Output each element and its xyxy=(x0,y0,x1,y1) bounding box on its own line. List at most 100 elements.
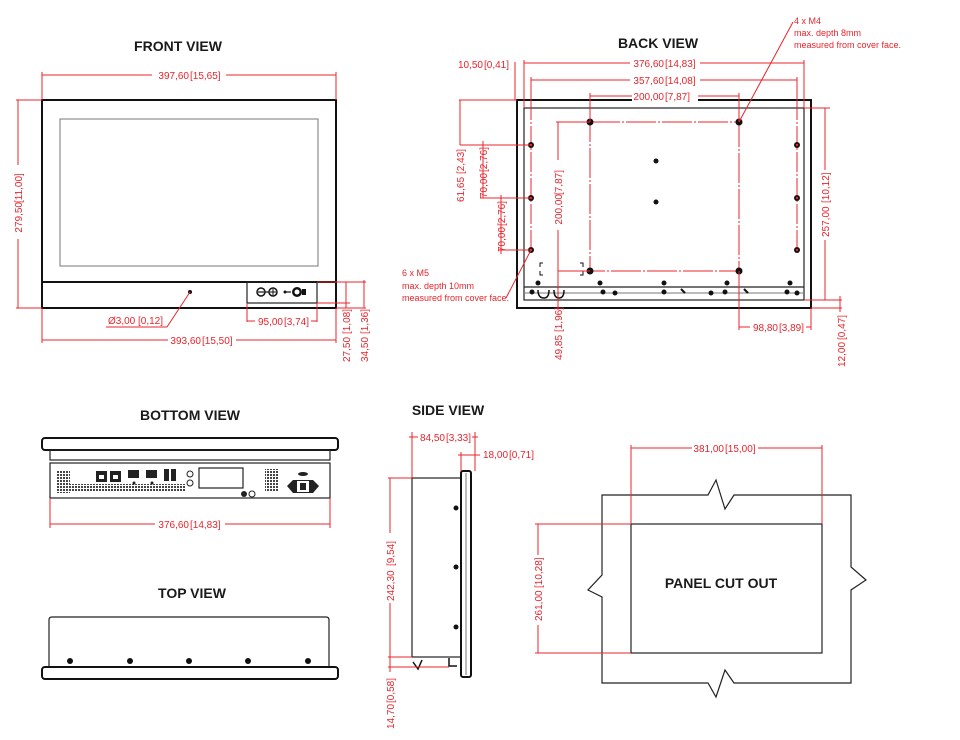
back-io-connectors xyxy=(529,280,800,299)
front-bottom-width-dimension: 393,60 [15,50] xyxy=(41,308,337,347)
front-height-dimension: 279,50 [11,00] xyxy=(11,99,42,309)
bottom-io-panel xyxy=(49,462,331,499)
front-width-inch: [15,65] xyxy=(190,71,221,82)
top-view-title: TOP VIEW xyxy=(158,585,227,601)
back-view-title: BACK VIEW xyxy=(618,35,699,51)
front-height-value: 279,50 xyxy=(14,202,25,233)
front-panel-width-dimension: 95,00 [3,74] xyxy=(246,303,318,328)
side-height-dimension: 242,30 [9,54] xyxy=(383,477,412,658)
front-hole-callout: Ø3,00 [0,12] xyxy=(106,291,191,328)
usb-ports-icon xyxy=(128,469,176,485)
side-foot-dimension: 14,70 [0,58] xyxy=(386,657,449,729)
side-foot xyxy=(412,659,423,671)
back-inner-frame xyxy=(523,107,805,301)
back-vesa-w-inch: [7,87] xyxy=(665,92,690,103)
m5-holes-right xyxy=(794,142,800,253)
back-top-off-value: 61,65 xyxy=(456,177,467,202)
back-offset-inch: [0,41] xyxy=(484,60,509,71)
power-socket-icon xyxy=(287,472,319,493)
front-bottom-width-value: 393,60 xyxy=(170,336,201,347)
back-frame-inch: [0,47] xyxy=(837,315,848,340)
side-view-title: SIDE VIEW xyxy=(412,402,485,418)
back-vesa-pattern xyxy=(589,121,740,272)
top-bezel xyxy=(41,666,339,680)
front-view-title: FRONT VIEW xyxy=(134,38,223,54)
front-width-dimension: 397,60 [15,65] xyxy=(41,68,337,100)
back-w1-value: 376,60 xyxy=(633,59,664,70)
back-w1-inch: [14,83] xyxy=(665,59,696,70)
m4-note-line2: max. depth 8mm xyxy=(794,28,861,38)
side-bezel-dimension: 18,00 [0,71] xyxy=(458,450,534,471)
bottom-bezel xyxy=(41,437,339,451)
front-hole-value: Ø3,00 xyxy=(108,316,136,327)
ground-icon xyxy=(186,470,194,487)
side-bezel-value: 18,00 xyxy=(483,450,508,461)
bottom-vent-strip xyxy=(56,484,186,492)
bottom-width-inch: [14,83] xyxy=(190,520,221,531)
side-screws xyxy=(453,505,459,630)
back-w2-value: 357,60 xyxy=(633,76,664,87)
front-view: FRONT VIEW 397,60 [15,65] xyxy=(11,38,371,362)
m5-note-line1: 6 x M5 xyxy=(402,268,429,278)
front-strip-h2-inch: [1,36] xyxy=(360,309,371,334)
bottom-vent-right xyxy=(265,469,279,491)
center-hole xyxy=(653,158,659,164)
back-top-off-inch: [2,43] xyxy=(456,149,467,174)
side-view: SIDE VIEW 84,50 [3,33] 18,00 [0,71] xyxy=(383,402,534,729)
back-right-dimensions: 257,00 [10,12] 12,00 [0,47] 98,80 [3,89] xyxy=(738,107,848,367)
bottom-view: BOTTOM VIEW xyxy=(41,407,339,531)
panel-cutout: PANEL CUT OUT 381,00 [15,00] 261,00 [10,… xyxy=(531,441,867,699)
cutout-height-inch: [10,28] xyxy=(534,557,545,588)
m4-note-line3: measured from cover face. xyxy=(794,40,901,50)
front-strip-h1-inch: [1,08] xyxy=(342,309,353,334)
side-foot-inch: [0,58] xyxy=(386,678,397,703)
lan-ports-icon xyxy=(96,471,121,482)
m4-callout: 4 x M4 max. depth 8mm measured from cove… xyxy=(738,16,901,123)
m4-note-line1: 4 x M4 xyxy=(794,16,821,26)
bottom-switch-2 xyxy=(248,490,256,498)
front-bottom-width-inch: [15,50] xyxy=(202,336,233,347)
back-left-dimensions: 61,65 [2,43] 70,00 [2,76] 70,00 [2,76] 2… xyxy=(456,99,590,360)
bottom-switch xyxy=(241,491,247,497)
back-height-inch: [10,12] xyxy=(821,172,832,203)
back-bottom-off-value: 49,85 xyxy=(554,335,565,360)
back-corner-marks xyxy=(539,262,584,276)
back-right-off-value: 98,80 xyxy=(753,323,778,334)
front-strip-h1-value: 27,50 xyxy=(342,337,353,362)
back-height-value: 257,00 xyxy=(821,206,832,237)
front-width-value: 397,60 xyxy=(158,71,189,82)
back-width-dimensions: 376,60 [14,83] 357,60 [14,08] 200,00 [7,… xyxy=(458,56,805,122)
m5-note-line2: max. depth 10mm xyxy=(402,281,474,291)
bottom-width-value: 376,60 xyxy=(158,520,189,531)
front-controls-icon xyxy=(256,287,306,297)
side-depth-dimension: 84,50 [3,33] xyxy=(409,430,478,478)
cutout-width-value: 381,00 xyxy=(693,444,724,455)
front-screen xyxy=(59,118,319,267)
front-panel-width-inch: [3,74] xyxy=(284,317,309,328)
front-strip-h2-value: 34,50 xyxy=(360,337,371,362)
front-control-panel xyxy=(246,281,318,304)
back-vesa-h-inch: [7,87] xyxy=(554,170,565,195)
bottom-chassis-lip xyxy=(49,449,331,461)
front-hole-inch: [0,12] xyxy=(138,316,163,327)
top-screws xyxy=(67,658,311,664)
side-connector xyxy=(448,658,457,667)
front-height-inch: [11,00] xyxy=(14,173,25,203)
front-bezel xyxy=(41,99,337,309)
center-hole xyxy=(653,199,659,205)
side-bezel-inch: [0,71] xyxy=(509,450,534,461)
back-vesa-h-value: 200,00 xyxy=(554,194,565,225)
side-bezel xyxy=(460,470,472,678)
bottom-view-title: BOTTOM VIEW xyxy=(140,407,241,423)
back-view: BACK VIEW xyxy=(402,16,901,367)
back-right-off-inch: [3,89] xyxy=(779,323,804,334)
side-height-value: 242,30 xyxy=(386,570,397,601)
cutout-title: PANEL CUT OUT xyxy=(665,575,778,591)
front-panel-width-value: 95,00 xyxy=(258,317,283,328)
side-depth-inch: [3,33] xyxy=(446,433,471,444)
cutout-width-dimension: 381,00 [15,00] xyxy=(630,441,823,524)
cutout-height-dimension: 261,00 [10,28] xyxy=(531,523,631,654)
back-frame-value: 12,00 xyxy=(837,342,848,367)
m5-note-line3: measured from cover face. xyxy=(402,293,509,303)
